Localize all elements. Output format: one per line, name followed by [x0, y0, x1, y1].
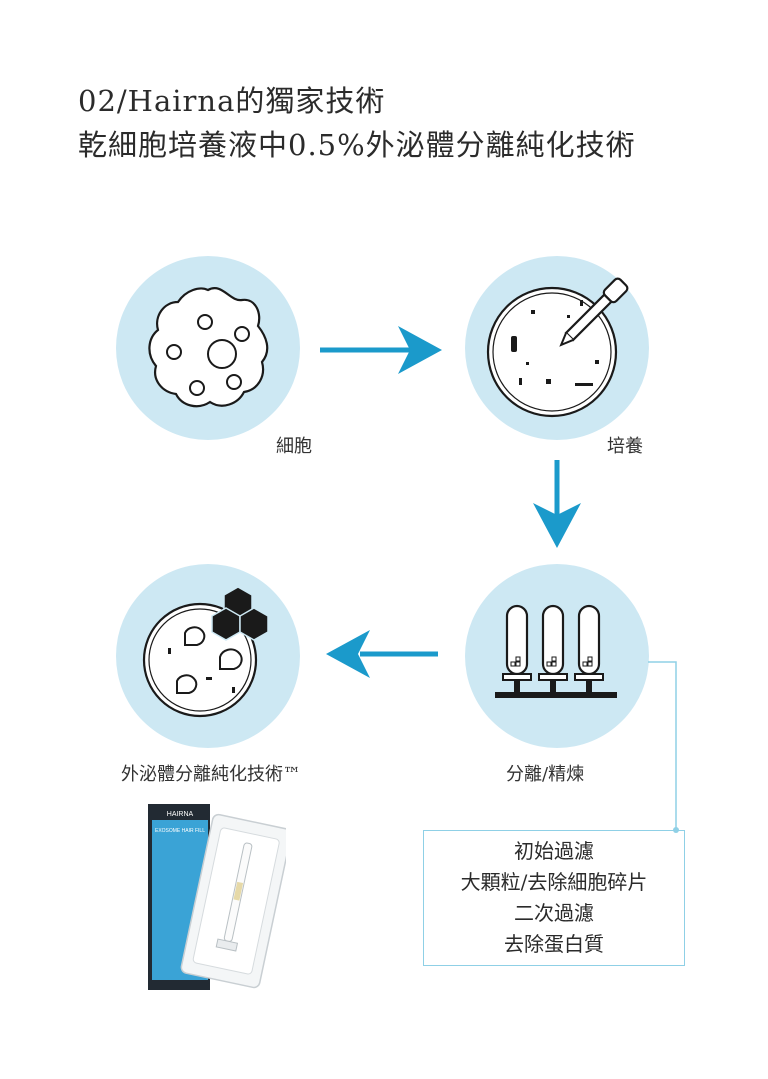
- arrow-cell-to-culture: [320, 326, 442, 374]
- connector-line: [648, 661, 677, 830]
- step-label-cell: 細胞: [276, 436, 312, 457]
- process-steps-box: 初始過濾 大顆粒/去除細胞碎片 二次過濾 去除蛋白質: [423, 830, 685, 966]
- step-label-separation: 分離/精煉: [506, 764, 585, 785]
- process-step-text: 二次過濾: [514, 901, 594, 925]
- cell-icon: [148, 287, 269, 408]
- step-label-culture: 培養: [607, 436, 643, 457]
- cell-organelle: [226, 374, 242, 390]
- cell-nucleus: [207, 339, 237, 369]
- process-step-text: 大顆粒/去除細胞碎片: [460, 870, 648, 894]
- page-title-line-2: 乾細胞培養液中0.5%外泌體分離純化技術: [78, 128, 636, 162]
- culture-step-illustration: [465, 256, 649, 440]
- process-step-text: 去除蛋白質: [504, 932, 604, 956]
- arrow-culture-to-separation: [533, 460, 581, 548]
- exosome-step-illustration: [116, 564, 300, 748]
- cell-organelle: [197, 314, 213, 330]
- separation-step-illustration: [465, 564, 649, 748]
- cell-organelle: [189, 380, 205, 396]
- page-title-line-1: 02/Hairna的獨家技術: [78, 84, 386, 118]
- step-label-exosome: 外泌體分離純化技術™: [121, 764, 301, 785]
- test-tube-rack-icon: [495, 604, 617, 698]
- cell-step-illustration: [116, 256, 300, 440]
- product-package-image: HAIRNA EXOSOME HAIR FILL: [148, 804, 286, 990]
- hexagon-cluster-icon: [211, 586, 269, 641]
- cell-organelle: [166, 344, 182, 360]
- product-brand-text: HAIRNA: [167, 811, 194, 818]
- process-step-text: 初始過濾: [514, 839, 594, 863]
- dropper-icon: [559, 277, 629, 347]
- cell-organelle: [234, 326, 250, 342]
- product-name-text: EXOSOME HAIR FILL: [155, 828, 205, 834]
- arrow-separation-to-exosome: [326, 630, 438, 678]
